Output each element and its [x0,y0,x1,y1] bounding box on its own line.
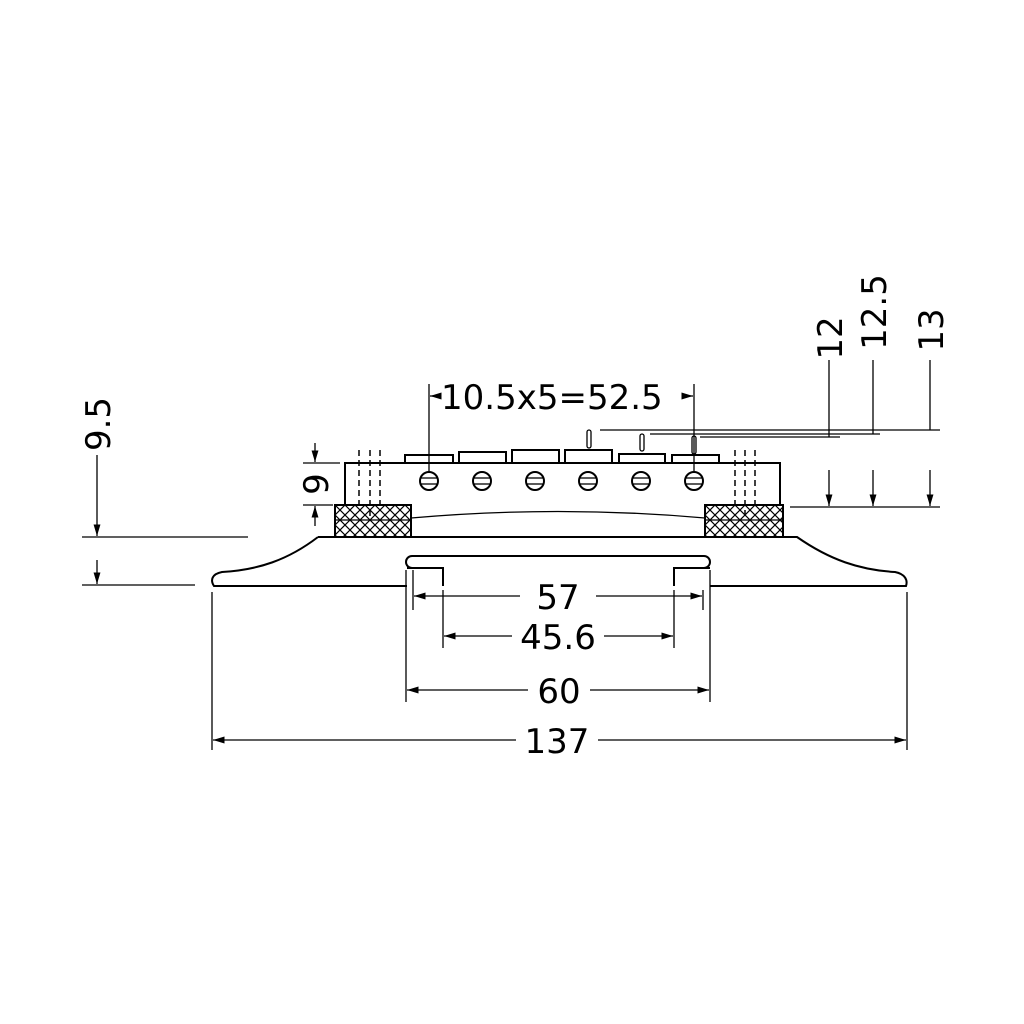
svg-text:12.5: 12.5 [855,274,895,350]
bridge-body [344,450,781,520]
screw-icon [578,471,598,491]
saddles [404,429,720,464]
right-thumbwheel [704,504,784,538]
dim-string-spacing: 10.5x5=52.5 [428,378,695,472]
dim-base-height: 9.5 [79,397,248,586]
svg-text:45.6: 45.6 [520,618,596,658]
left-thumbwheel [334,504,412,538]
screw-icon [631,471,651,491]
screw-icon [419,471,439,491]
svg-text:9.5: 9.5 [79,397,119,451]
svg-text:10.5x5=52.5: 10.5x5=52.5 [441,378,663,418]
screw-icon [684,471,704,491]
base-plate [211,536,908,587]
svg-text:12: 12 [811,316,851,359]
dim-body-height: 9 [297,443,340,526]
screw-icon [525,471,545,491]
svg-text:137: 137 [525,722,590,762]
saddle-screws [419,471,704,491]
svg-text:57: 57 [536,578,579,618]
svg-text:13: 13 [912,308,952,351]
svg-text:60: 60 [537,672,580,712]
dim-heights: 12 12.5 13 [600,274,952,508]
svg-text:9: 9 [297,473,337,495]
screw-icon [472,471,492,491]
dim-horizontal: 57 45.6 60 137 [211,570,908,762]
